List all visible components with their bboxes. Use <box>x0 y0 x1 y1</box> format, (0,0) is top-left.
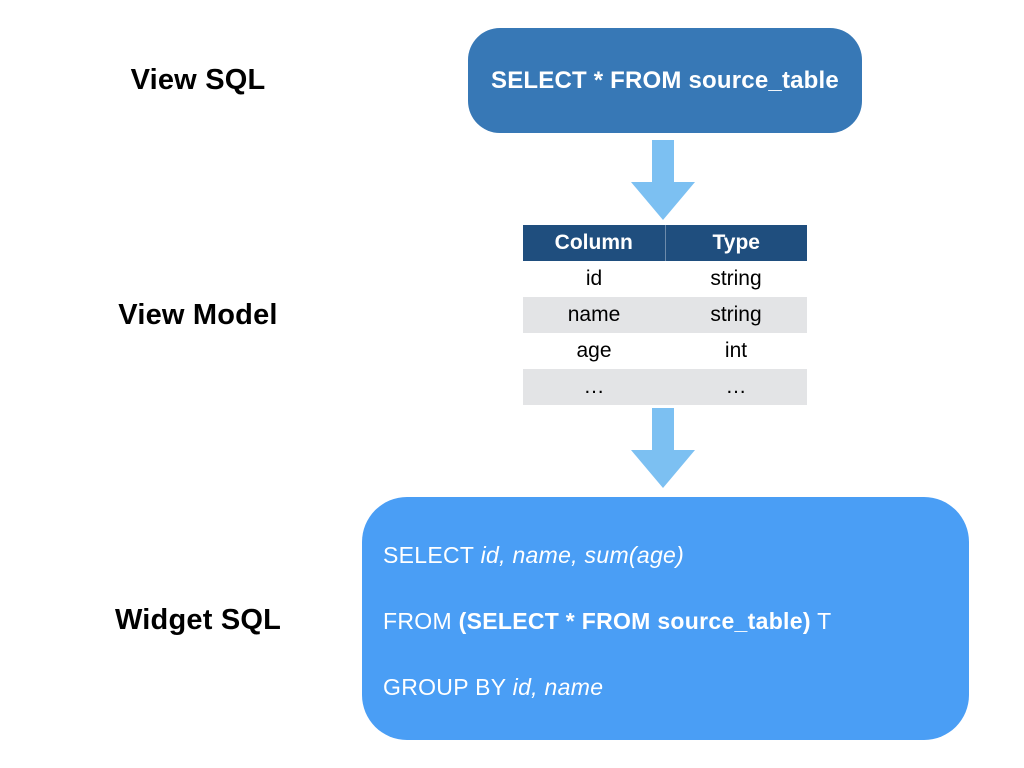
widget-sql-box: SELECT id, name, sum(age) FROM (SELECT * … <box>362 497 969 740</box>
table-cell: string <box>665 297 807 333</box>
sql-segment: GROUP BY <box>383 674 513 700</box>
sql-segment: id, name <box>512 674 604 700</box>
view-sql-text: SELECT * FROM source_table <box>491 66 839 94</box>
down-arrow-shape <box>631 140 695 220</box>
table-header-row: Column Type <box>523 225 807 261</box>
down-arrow-icon <box>631 140 695 220</box>
sql-line: SELECT id, name, sum(age) <box>383 543 945 568</box>
table-cell: … <box>665 369 807 405</box>
sql-segment: id, name, sum(age) <box>480 542 685 568</box>
sql-segment: (SELECT * FROM source_table) <box>458 608 811 634</box>
view-sql-label: View SQL <box>130 64 266 96</box>
type-header: Type <box>665 225 807 261</box>
table-row: …… <box>523 369 807 405</box>
sql-segment: T <box>810 608 832 634</box>
down-arrow-icon <box>631 408 695 488</box>
table-cell: string <box>665 261 807 297</box>
view-model-label: View Model <box>118 299 278 331</box>
table-cell: int <box>665 333 807 369</box>
table-cell: age <box>523 333 665 369</box>
widget-sql-label: Widget SQL <box>114 604 282 636</box>
sql-segment: FROM <box>383 608 459 634</box>
widget-sql-lines: SELECT id, name, sum(age) FROM (SELECT * … <box>383 543 945 700</box>
table-cell: name <box>523 297 665 333</box>
down-arrow-shape <box>631 408 695 488</box>
table-cell: id <box>523 261 665 297</box>
sql-line: GROUP BY id, name <box>383 675 945 700</box>
view-sql-box: SELECT * FROM source_table <box>468 28 862 133</box>
table-cell: … <box>523 369 665 405</box>
sql-line: FROM (SELECT * FROM source_table) T <box>383 609 945 634</box>
column-header: Column <box>523 225 666 261</box>
sql-segment: SELECT <box>383 542 481 568</box>
